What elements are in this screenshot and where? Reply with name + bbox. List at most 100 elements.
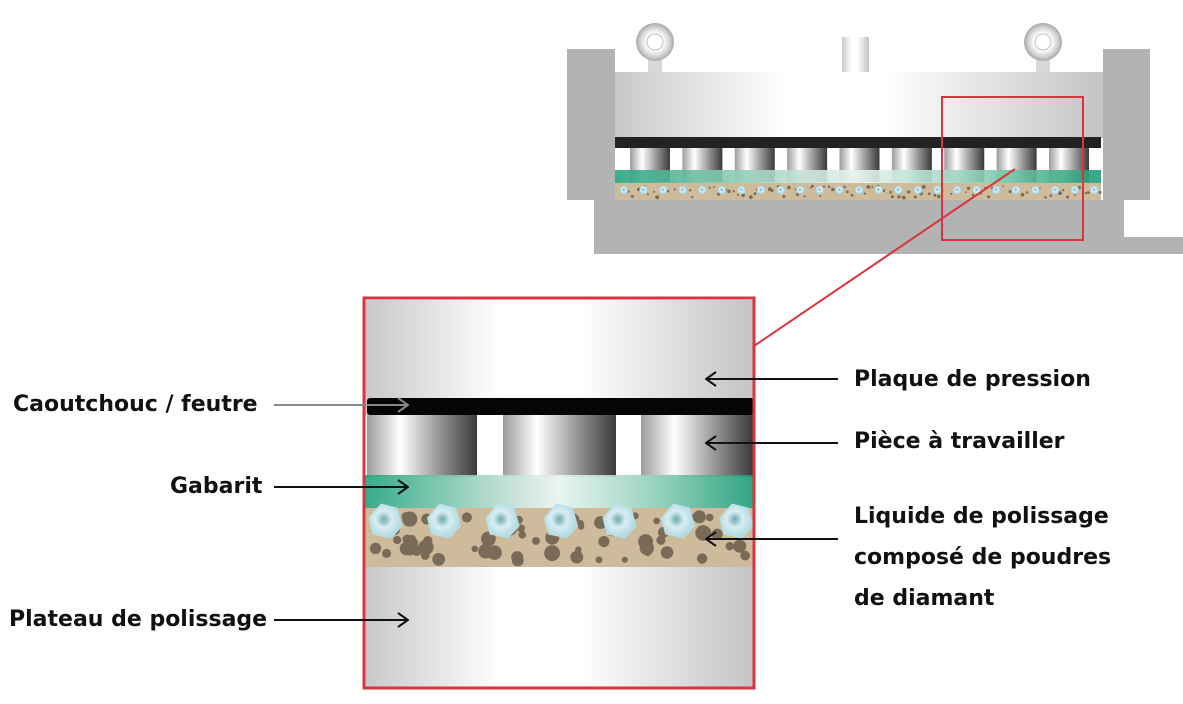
slurry-particle [787, 185, 791, 190]
center-pin [842, 37, 869, 72]
diamond-particle [543, 503, 579, 539]
slurry-particle [921, 184, 926, 189]
slurry-particle [740, 550, 751, 561]
slurry-particle [827, 185, 831, 188]
slurry-particle [653, 517, 660, 525]
slurry-particle [933, 193, 937, 197]
slurry-particle [382, 548, 392, 558]
slurry-particles [619, 184, 1102, 200]
slurry-particle [621, 556, 628, 563]
diamond-particle [992, 185, 1001, 195]
slurry-particle [480, 531, 496, 547]
slurry-particle [653, 190, 656, 193]
slurry-particle [725, 542, 735, 551]
diamond-particle [1090, 185, 1099, 195]
base-platen [594, 200, 1124, 254]
diamond-particle [913, 185, 923, 195]
slurry-particle [532, 537, 540, 545]
diamond-particle [660, 503, 696, 539]
diamond-particle [815, 185, 825, 195]
label-slurry-line-2: composé de poudres [854, 545, 1112, 570]
slurry-particle [691, 196, 694, 199]
slurry-particle [803, 195, 806, 198]
slurry-particle [643, 548, 652, 557]
slurry-particle [420, 551, 430, 560]
slurry-particle [809, 187, 812, 189]
label-pressure-plate: Plaque de pression [854, 367, 1091, 392]
detail-workpiece-2 [503, 415, 616, 477]
diamond-particle [619, 185, 629, 195]
slurry-particle [1066, 195, 1070, 199]
slurry-particle [846, 190, 849, 194]
slurry-particle [850, 193, 854, 197]
slurry-particle [810, 184, 814, 188]
detail-template-band [365, 475, 753, 508]
slurry-particle [1061, 189, 1065, 192]
slurry-particle [1008, 190, 1012, 193]
slurry-particle [423, 535, 433, 546]
pressure-plate [615, 72, 1103, 138]
slurry-particle [890, 195, 895, 199]
slurry-particle [727, 189, 731, 194]
label-template: Gabarit [170, 474, 263, 499]
slurry-particle [927, 192, 931, 196]
slurry-particle [949, 192, 952, 195]
slurry-particle [1049, 194, 1053, 197]
detail-workpiece-1 [367, 415, 477, 477]
slurry-particle [471, 545, 479, 553]
diamond-particle [426, 503, 462, 539]
slurry-particle [656, 535, 666, 545]
detail-slurry-particles [368, 503, 754, 567]
left-column [567, 49, 615, 200]
diamond-particle [756, 185, 766, 195]
slurry-particle [897, 195, 901, 199]
detail-platen [365, 567, 753, 687]
slurry-particle [866, 185, 871, 189]
diamond-particle [1070, 185, 1080, 195]
slurry-particle [749, 195, 753, 199]
diamond-particle [835, 185, 844, 195]
slurry-particle [401, 512, 410, 521]
slurry-particle [1020, 192, 1025, 197]
diamond-particle [1050, 185, 1060, 195]
slurry-particle [1098, 190, 1102, 194]
right-column [1103, 49, 1150, 200]
slurry-particle [770, 188, 774, 192]
detail-frame [362, 296, 756, 690]
diamond-particle [933, 185, 942, 195]
slurry-particle [655, 195, 660, 200]
slurry-particle [393, 535, 402, 545]
slurry-particle [913, 195, 917, 199]
slurry-particle [544, 545, 561, 562]
slurry-particle [966, 186, 971, 190]
slurry-particle [843, 185, 846, 189]
diamond-particle [485, 503, 520, 539]
detail-felt-layer [367, 398, 754, 415]
detail-view [362, 296, 756, 690]
label-slurry-line-1: Liquide de polissage [854, 504, 1109, 529]
diamond-particle [698, 185, 707, 195]
slurry-particle [660, 546, 674, 559]
diamond-particle [776, 185, 786, 195]
diamond-particle [368, 503, 403, 539]
slurry-particle [822, 185, 826, 188]
slurry-particle [646, 193, 649, 196]
slurry-particle [1086, 191, 1090, 195]
slurry-particle [901, 195, 906, 200]
slurry-particle [673, 188, 676, 191]
diamond-particle [854, 185, 864, 195]
slurry-particle [964, 191, 967, 194]
slurry-particle [871, 185, 874, 188]
diamond-particle [658, 185, 668, 195]
slurry-particle [1002, 185, 1005, 188]
diamond-particle [1011, 185, 1021, 195]
slurry-particle [782, 194, 786, 198]
slurry-particle [402, 534, 413, 545]
slurry-particle [369, 542, 382, 555]
callout-line [753, 168, 1016, 347]
slurry-particle [598, 535, 610, 548]
slurry-particle [420, 544, 427, 551]
slurry-particle [732, 190, 735, 193]
slurry-particle [741, 193, 745, 198]
